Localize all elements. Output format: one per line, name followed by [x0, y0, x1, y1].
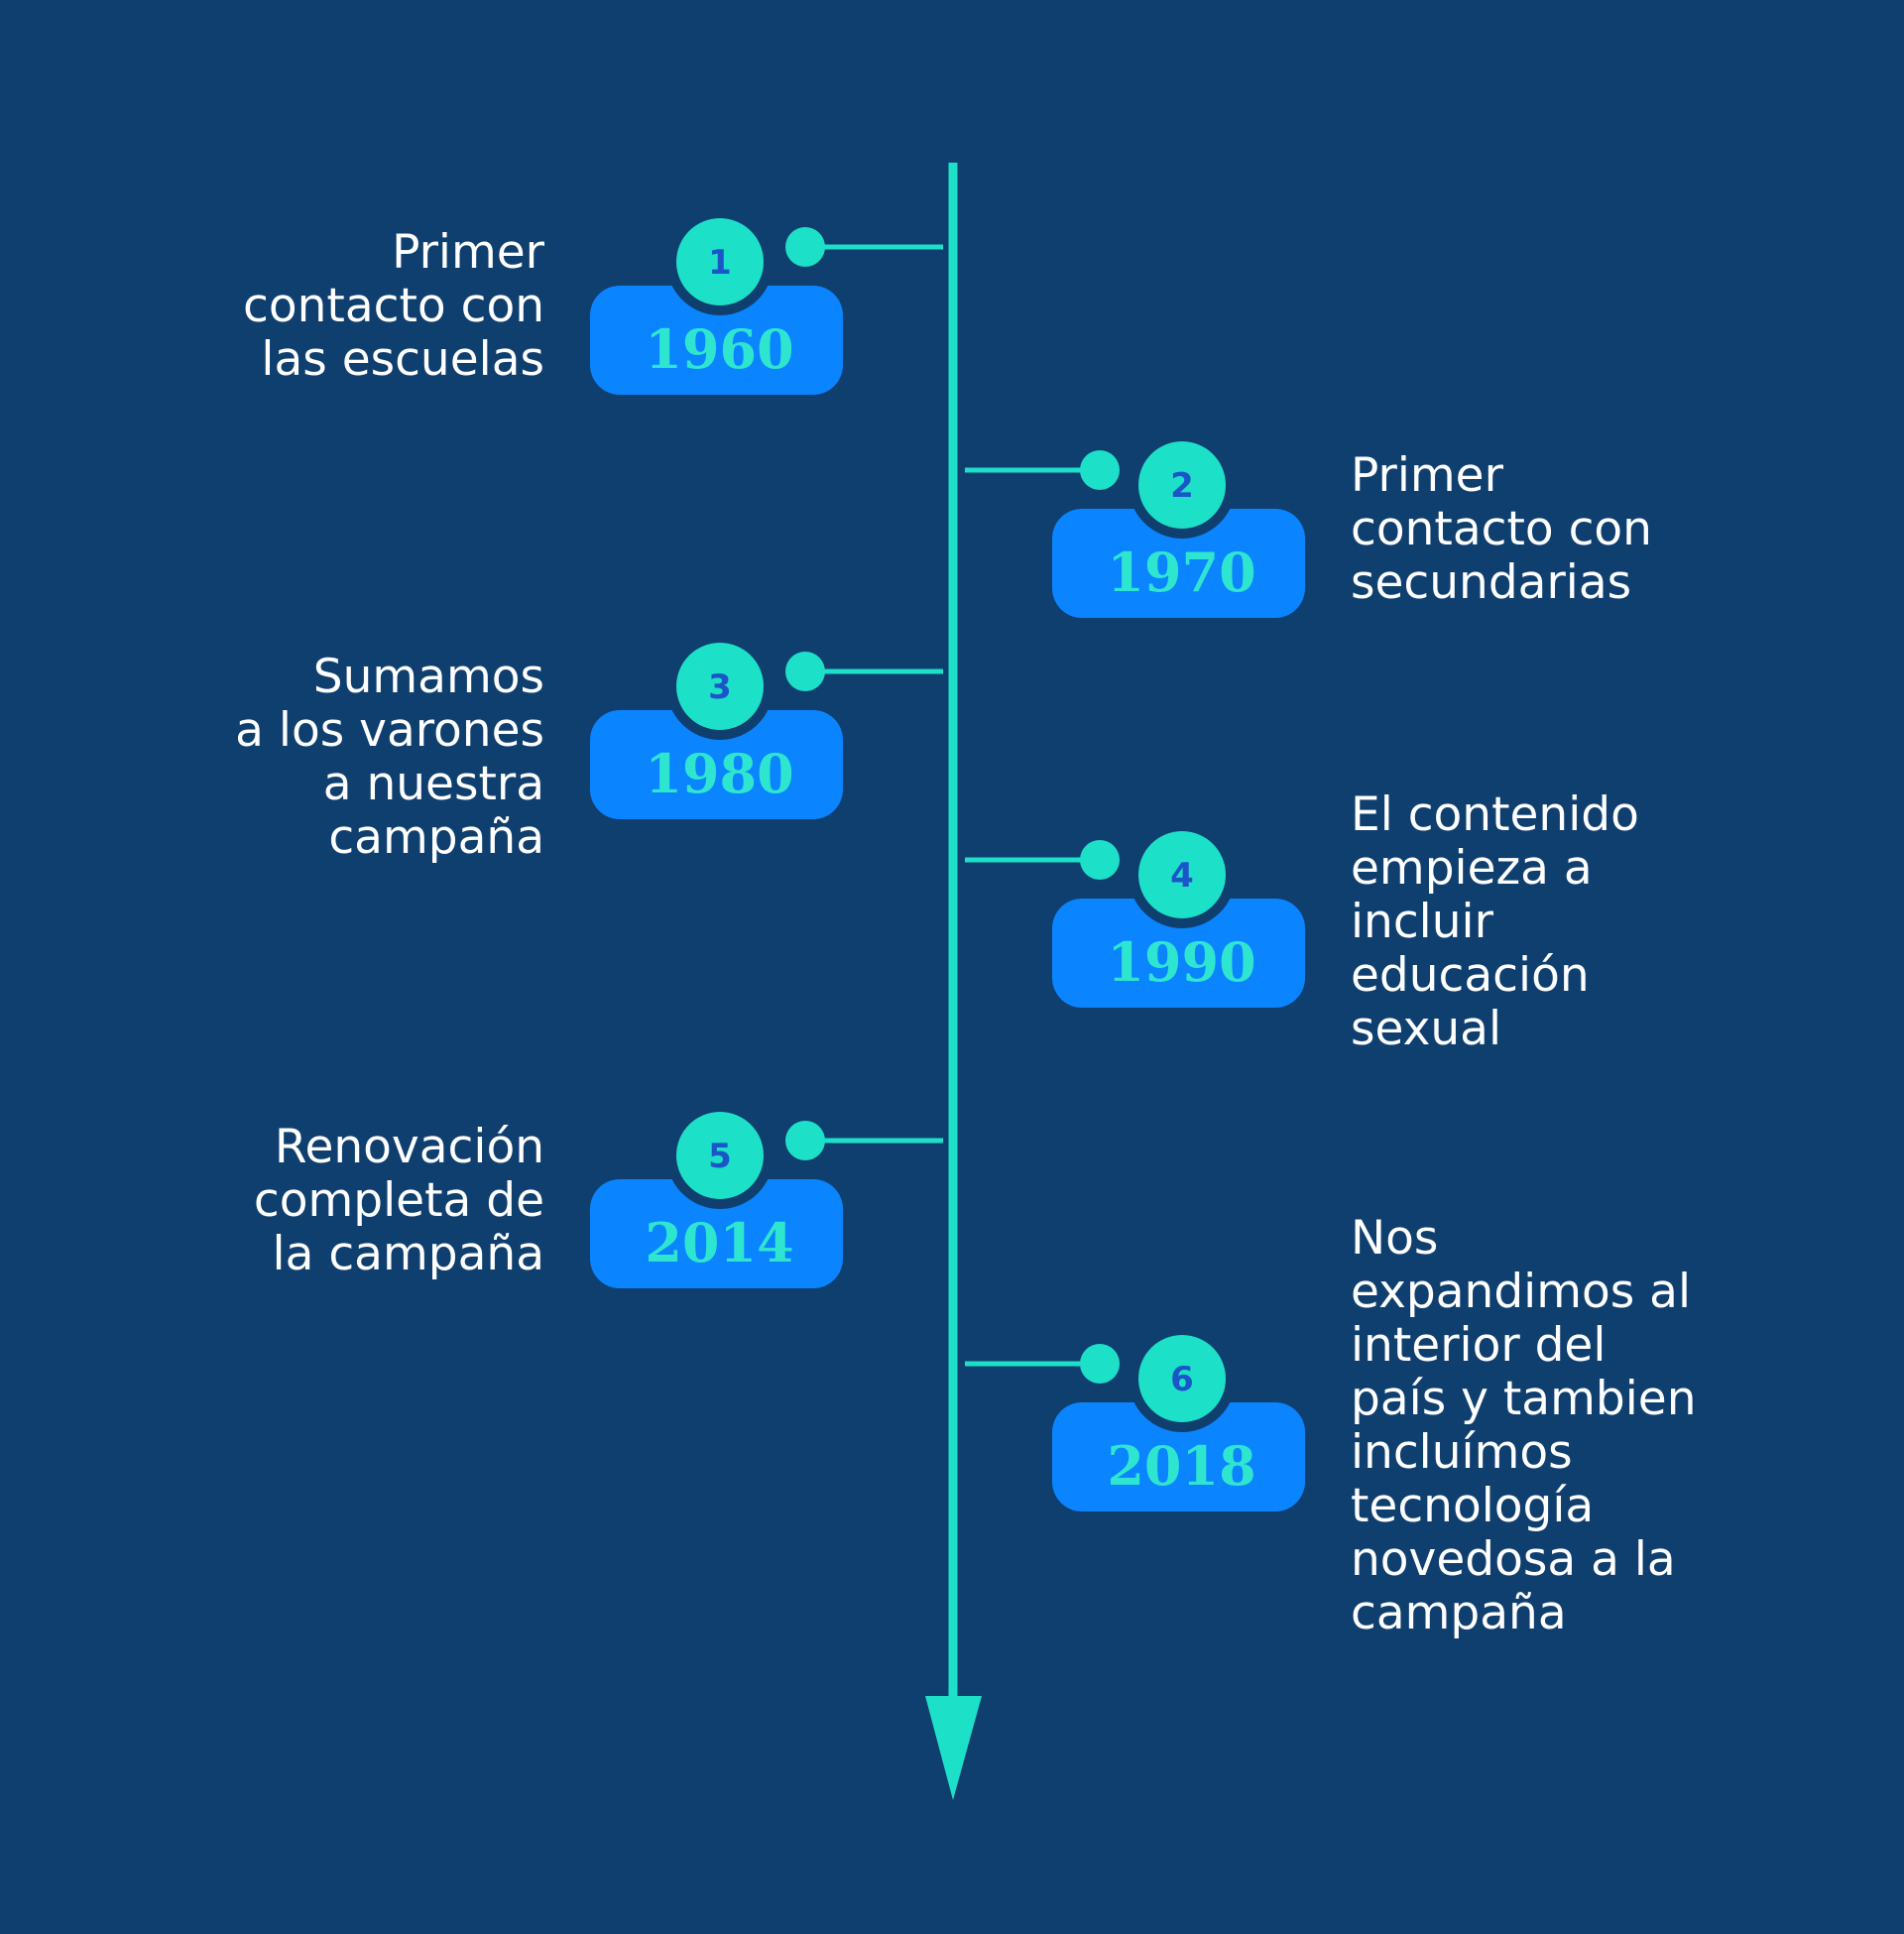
- timeline-event-6: 6 2018: [965, 1325, 1305, 1511]
- year-badge: [1052, 899, 1305, 1008]
- number-circle: [1138, 441, 1226, 529]
- event-number: 2: [1170, 466, 1194, 506]
- timeline-event-5: 5 2014: [590, 1102, 943, 1288]
- event-description: Sumamos a los varones a nuestra campaña: [235, 650, 544, 865]
- connector-dot: [785, 1121, 825, 1160]
- event-number: 1: [708, 243, 732, 283]
- event-year: 1970: [1107, 541, 1255, 604]
- timeline-arrow-icon: [925, 1696, 982, 1800]
- timeline-event-4: 4 1990: [965, 821, 1305, 1008]
- event-year: 2014: [645, 1211, 793, 1274]
- number-circle: [676, 218, 764, 305]
- timeline-event-2: 2 1970: [965, 431, 1305, 618]
- event-number: 3: [708, 667, 732, 707]
- event-description: Nos expandimos al interior del país y ta…: [1351, 1211, 1697, 1640]
- year-badge: [590, 286, 843, 395]
- event-year: 1990: [1107, 930, 1255, 994]
- year-badge: [1052, 1402, 1305, 1511]
- event-number: 4: [1170, 856, 1194, 896]
- event-year: 1960: [645, 317, 793, 381]
- event-number: 5: [708, 1137, 732, 1176]
- year-badge: [1052, 509, 1305, 618]
- number-circle: [1138, 831, 1226, 918]
- events-layer: 1 1960 2 1970 3 1980 4 1990 5 2014 6 2018: [590, 208, 1305, 1511]
- connector-dot: [785, 227, 825, 267]
- number-circle: [1138, 1335, 1226, 1422]
- connector-dot: [785, 652, 825, 691]
- timeline-event-3: 3 1980: [590, 633, 943, 819]
- event-year: 2018: [1107, 1434, 1255, 1498]
- connector-dot: [1080, 450, 1120, 490]
- connector-dot: [1080, 1344, 1120, 1384]
- number-circle: [676, 1112, 764, 1199]
- year-badge: [590, 1179, 843, 1288]
- event-description: Primer contacto con las escuelas: [243, 225, 544, 387]
- event-number: 6: [1170, 1360, 1194, 1399]
- event-description: Primer contacto con secundarias: [1351, 448, 1652, 610]
- event-description: Renovación completa de la campaña: [253, 1120, 544, 1281]
- connector-dot: [1080, 840, 1120, 880]
- timeline-event-1: 1 1960: [590, 208, 943, 395]
- event-year: 1980: [645, 742, 793, 805]
- year-badge: [590, 710, 843, 819]
- event-description: El contenido empieza a incluir educación…: [1351, 787, 1639, 1056]
- number-circle: [676, 643, 764, 730]
